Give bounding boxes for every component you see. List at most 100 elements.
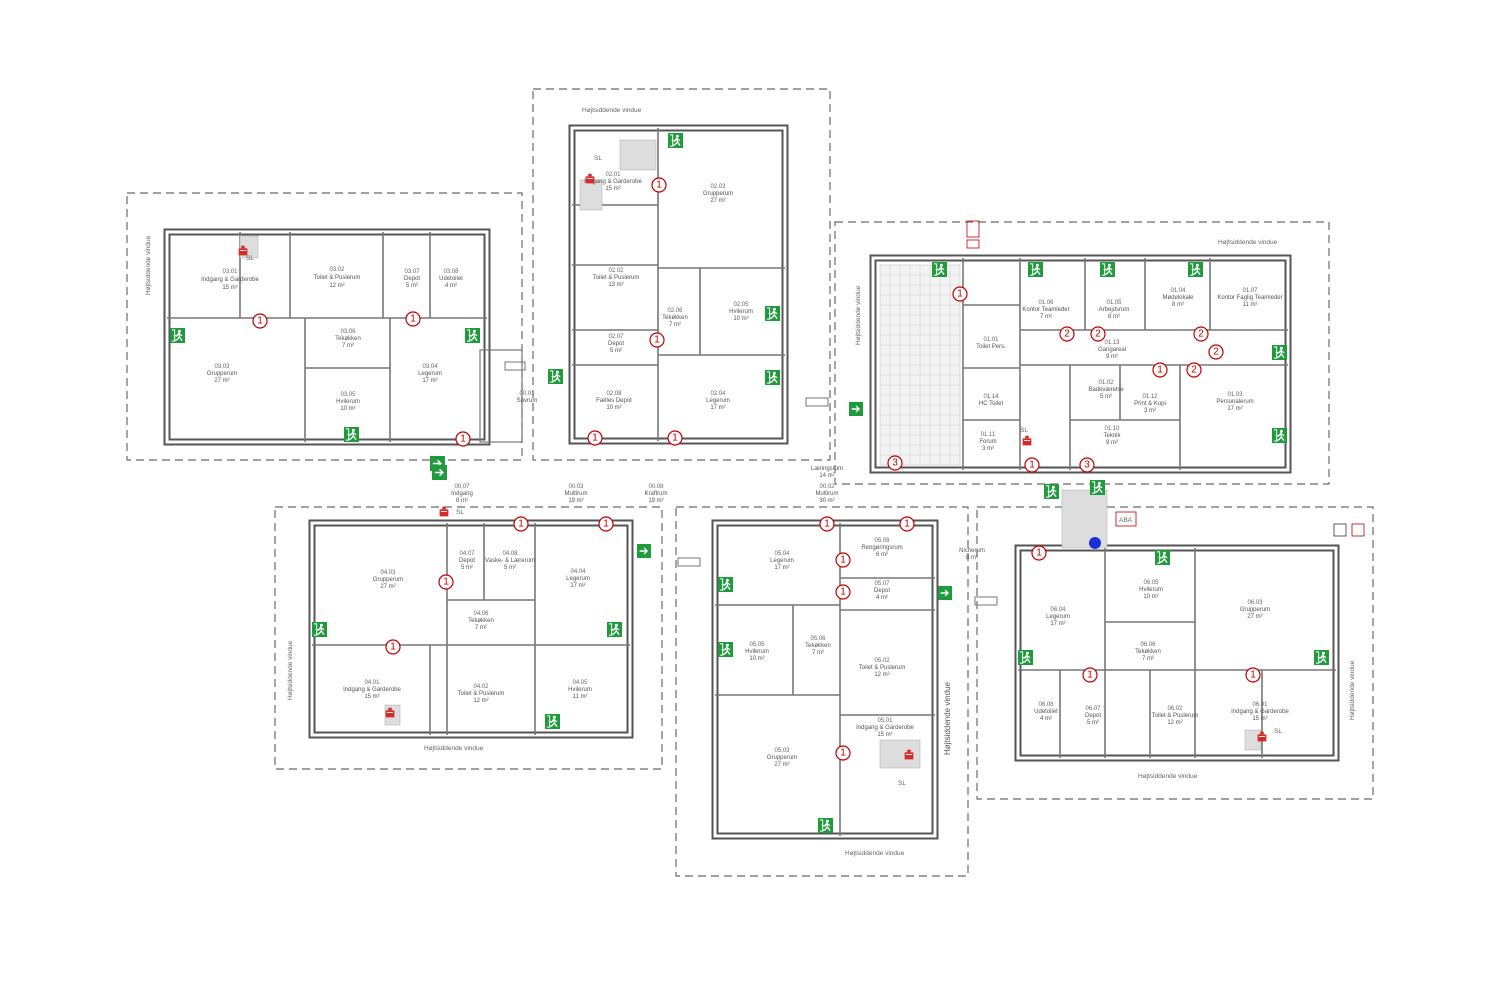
marker: 1: [835, 552, 851, 568]
room-name: Depot: [1085, 713, 1101, 719]
emergency-exit-icon: [465, 328, 480, 343]
zone-boundary-01: [834, 221, 1330, 485]
room-area: 5 m²: [1087, 720, 1099, 726]
room-name: Toilet & Puslerum: [458, 691, 505, 697]
room-area: 27 m²: [710, 198, 725, 204]
building-module-03: [163, 228, 523, 446]
room-area: 12 m²: [473, 698, 488, 704]
room-labels-01: 01.06 Kontor Teamleder 7 m² 01.05 Arbejd…: [976, 288, 1282, 452]
room-number: 05.02: [874, 658, 890, 664]
room-number: 06.05: [1143, 580, 1159, 586]
svg-text:1: 1: [1029, 460, 1035, 471]
exit-arrow-icon: [635, 544, 653, 558]
window-note: Højtsiddende vindue: [582, 107, 642, 114]
room-number: 03.04: [422, 364, 438, 370]
room-number: 03.03: [214, 364, 230, 370]
window-note: Højtsiddende vindue: [1218, 239, 1278, 246]
room-area: 15 m²: [222, 285, 237, 291]
tiled-floor: [879, 264, 961, 466]
window-note: Højtsiddende vindue: [1138, 773, 1198, 780]
room-name: Grupperum: [207, 371, 237, 377]
emergency-exit-icon: [765, 306, 780, 321]
emergency-exit-icon: [932, 262, 947, 277]
svg-text:1: 1: [1036, 548, 1042, 559]
room-area: 3 m²: [982, 446, 994, 452]
marker: 1: [651, 177, 667, 193]
emergency-exit-icon: [1272, 428, 1287, 443]
svg-text:1: 1: [840, 555, 846, 566]
room-area: 27 m²: [1247, 614, 1262, 620]
room-area: 10 m²: [749, 656, 764, 662]
room-name: Multirum: [815, 491, 838, 497]
emergency-exit-icon: [668, 133, 683, 148]
room-area: 7 m²: [1040, 314, 1052, 320]
room-number: 00.07: [454, 484, 470, 490]
svg-text:1: 1: [656, 180, 662, 191]
room-number: 00.03: [568, 484, 584, 490]
svg-text:3: 3: [1084, 460, 1090, 471]
room-number: 01.14: [983, 394, 999, 400]
svg-text:1: 1: [1250, 670, 1256, 681]
room-name: Indgang & Garderobe: [1231, 709, 1289, 715]
room-name: Arbejdsrum: [1099, 307, 1130, 313]
emergency-exit-icon: [312, 622, 327, 637]
room-name: Gangareal: [1098, 347, 1126, 353]
sl-label: SL: [594, 155, 602, 162]
marker: 3: [1079, 457, 1095, 473]
room-number: 04.03: [380, 570, 396, 576]
room-number: 04.06: [473, 611, 489, 617]
emergency-exit-icon: [1314, 650, 1329, 665]
room-name: Legerum: [566, 576, 590, 582]
window-note: Højtsiddende vindue: [424, 745, 484, 752]
room-number: 05.07: [874, 581, 890, 587]
room-number: 06.04: [1050, 607, 1066, 613]
window-note: Højtsiddende vindue: [287, 640, 294, 700]
room-name: Hvilerum: [729, 309, 753, 315]
svg-text:1: 1: [390, 642, 396, 653]
room-number: 04.07: [459, 551, 475, 557]
window-note: Højtsiddende vindue: [855, 285, 862, 345]
exit-arrow-icon: [936, 586, 954, 600]
room-name: Tekøkken: [1135, 649, 1161, 655]
room-number: 02.06: [667, 308, 683, 314]
room-name: Legerum: [770, 558, 794, 564]
room-area: 8 m²: [1172, 302, 1184, 308]
room-name: Grupperum: [373, 577, 403, 583]
room-number: 02.02: [608, 268, 624, 274]
room-number: 04.01: [364, 680, 380, 686]
room-number: 01.06: [1038, 300, 1054, 306]
marker: 1: [835, 584, 851, 600]
marker: 2: [1186, 362, 1202, 378]
room-number: 01.04: [1170, 288, 1186, 294]
room-number: 00.01: [519, 391, 535, 397]
room-number: 01.02: [1098, 380, 1114, 386]
room-area: 4 m²: [876, 595, 888, 601]
room-area: 17 m²: [774, 565, 789, 571]
emergency-exit-icon: [818, 818, 833, 833]
room-area: 10 m²: [733, 316, 748, 322]
room-area: 17 m²: [422, 378, 437, 384]
emergency-exit-icon: [718, 642, 733, 657]
room-area: 27 m²: [774, 762, 789, 768]
window-note: Højtsiddende vindue: [1349, 660, 1356, 720]
room-number: 03.02: [329, 267, 345, 273]
room-name: Depot: [608, 341, 624, 347]
room-labels-04: 04.03 Grupperum 27 m² 04.07 Depot 5 m² 0…: [343, 551, 592, 704]
room-area: 7 m²: [1142, 656, 1154, 662]
marker: 1: [1031, 545, 1047, 561]
room-number: 05.03: [774, 748, 790, 754]
room-area: 5 m²: [610, 348, 622, 354]
svg-text:2: 2: [1064, 329, 1070, 340]
room-name: Grupperum: [767, 755, 797, 761]
svg-text:2: 2: [1213, 347, 1219, 358]
zone-boundary-03: [126, 192, 523, 461]
room-area: 8 m²: [1108, 314, 1120, 320]
room-name: Nicherum: [959, 548, 985, 554]
room-number: 06.03: [1247, 600, 1263, 606]
room-area: 4 m²: [1040, 716, 1052, 722]
room-name: Indgang & Garderobe: [201, 277, 259, 283]
room-number: 02.04: [710, 391, 726, 397]
svg-text:1: 1: [654, 335, 660, 346]
aba-label: ABA: [1119, 517, 1133, 524]
marker: 1: [835, 745, 851, 761]
